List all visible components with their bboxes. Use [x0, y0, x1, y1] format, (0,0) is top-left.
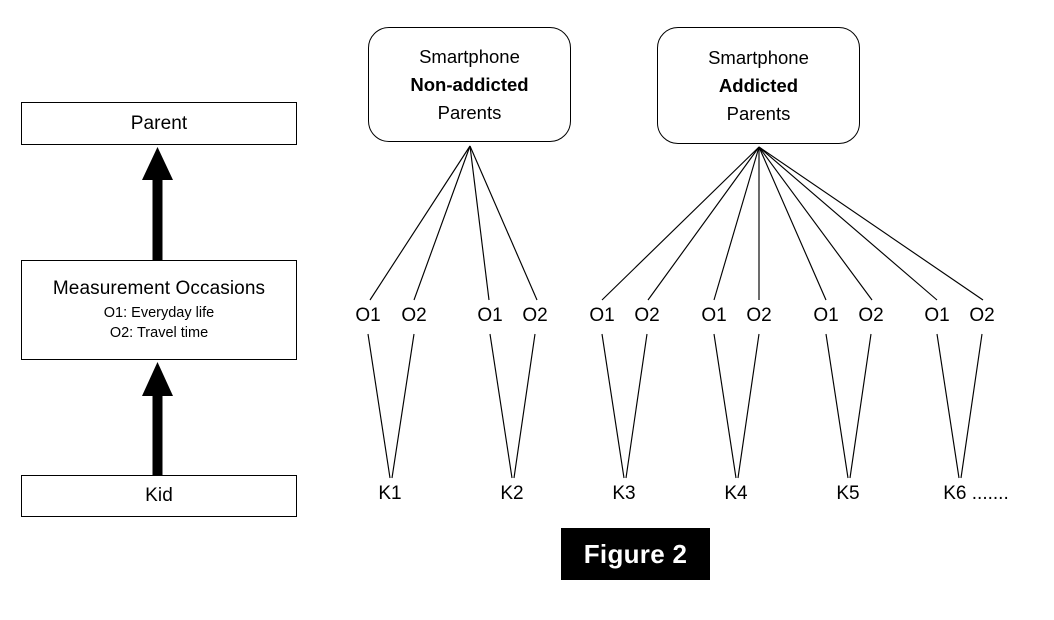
- figure-caption-text: Figure 2: [583, 538, 688, 569]
- box-kid[interactable]: Kid: [21, 475, 297, 517]
- occasion-node-6[interactable]: O1: [701, 305, 727, 326]
- figure-caption-banner: Figure 2: [561, 528, 710, 580]
- kid-node-4[interactable]: K5: [836, 483, 860, 504]
- box-measurement-occasions[interactable]: Measurement Occasions O1: Everyday life …: [21, 260, 297, 360]
- occasion-to-kid-lines: [367, 333, 983, 479]
- kid-node-0[interactable]: K1: [378, 483, 402, 504]
- group-addicted-parents[interactable]: Smartphone Addicted Parents: [657, 27, 860, 144]
- group-addicted-line-1: Smartphone: [708, 46, 809, 68]
- kid-node-2[interactable]: K3: [612, 483, 636, 504]
- occasion-node-0[interactable]: O1: [355, 305, 381, 326]
- measurement-occasion-2-desc: O2: Travel time: [109, 325, 209, 341]
- occasion-node-9[interactable]: O2: [858, 305, 884, 326]
- fan-lines-addicted: [601, 146, 984, 301]
- group-non-addicted-line-3: Parents: [437, 101, 502, 123]
- occasion-node-7[interactable]: O2: [746, 305, 772, 326]
- arrow-meas-to-parent: [142, 147, 173, 261]
- group-non-addicted-parents[interactable]: Smartphone Non-addicted Parents: [368, 27, 571, 142]
- group-non-addicted-line-2: Non-addicted: [410, 73, 529, 95]
- kid-node-3[interactable]: K4: [724, 483, 748, 504]
- box-kid-label: Kid: [145, 485, 173, 506]
- occasion-node-10[interactable]: O1: [924, 305, 950, 326]
- occasion-node-2[interactable]: O1: [477, 305, 503, 326]
- group-non-addicted-line-1: Smartphone: [419, 45, 520, 67]
- box-measurement-occasions-label: Measurement Occasions: [52, 278, 266, 299]
- box-parent-label: Parent: [130, 112, 188, 134]
- occasion-node-1[interactable]: O2: [401, 305, 427, 326]
- kid-node-1[interactable]: K2: [500, 483, 524, 504]
- group-addicted-line-3: Parents: [726, 102, 791, 124]
- box-parent[interactable]: Parent: [21, 102, 297, 145]
- occasion-node-11[interactable]: O2: [969, 305, 995, 326]
- fan-lines-non-addicted: [369, 145, 538, 301]
- arrow-kid-to-meas: [142, 362, 173, 475]
- occasion-node-3[interactable]: O2: [522, 305, 548, 326]
- occasion-node-8[interactable]: O1: [813, 305, 839, 326]
- measurement-occasion-1-desc: O1: Everyday life: [103, 305, 215, 321]
- occasion-node-5[interactable]: O2: [634, 305, 660, 326]
- kid-node-5[interactable]: K6 .......: [943, 483, 1009, 504]
- group-addicted-line-2: Addicted: [718, 74, 799, 96]
- occasion-node-4[interactable]: O1: [589, 305, 615, 326]
